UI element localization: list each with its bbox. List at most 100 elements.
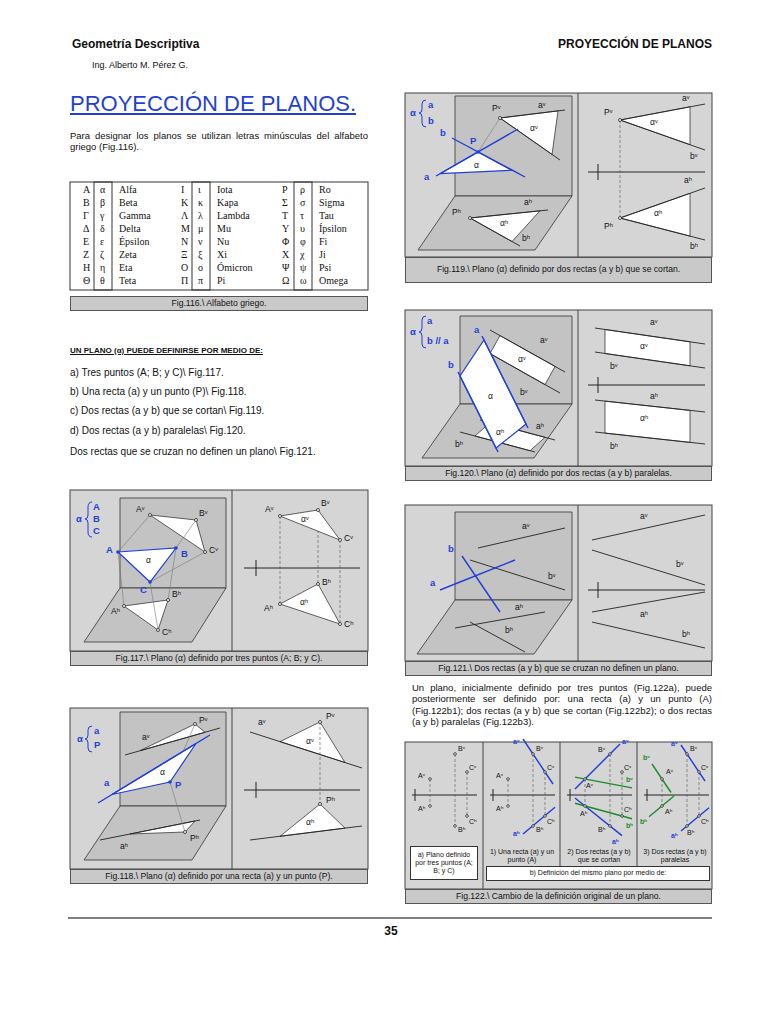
caption-text: a) Plano definido por tres puntos (A; B;… <box>415 851 473 875</box>
figure-label: Bᵛ <box>536 745 543 753</box>
table-cell: σ <box>300 197 305 208</box>
point-dot <box>661 805 664 808</box>
point-dot <box>157 629 160 632</box>
figure-label: Aᵛ <box>418 772 425 780</box>
figure-label: Aʰ <box>580 810 587 818</box>
figure-label: bʰ <box>522 234 530 243</box>
figure-label: Bʰ <box>172 590 181 599</box>
black-line <box>100 820 200 840</box>
table-cell: η <box>100 262 105 273</box>
point-dot <box>339 539 342 542</box>
figure-label: aᵛ <box>258 718 265 727</box>
figure-label: bʰ <box>690 242 698 251</box>
figure-label: aʰ <box>650 392 658 401</box>
blue-line <box>575 798 622 836</box>
projector-line <box>176 520 196 548</box>
brace-bracket <box>419 100 426 127</box>
figure-label: bʰ <box>626 822 633 830</box>
blue-line <box>523 807 555 834</box>
table-cell: Ο <box>181 262 188 273</box>
blue-line <box>452 138 525 177</box>
caption-text: Fig.119.\ Plano (α) definido por dos rec… <box>410 265 707 275</box>
point-dot <box>279 515 282 518</box>
figure-label: Cʰ <box>344 620 353 629</box>
table-cell: υ <box>300 223 305 234</box>
figure-label: A <box>106 545 113 555</box>
black-line <box>620 188 705 218</box>
point-dot <box>584 805 587 808</box>
point-dot <box>339 623 342 626</box>
point-dot <box>319 803 322 806</box>
figure-label: α <box>410 327 416 337</box>
projection-plane <box>455 96 572 196</box>
figure-label: Pʰ <box>326 796 335 805</box>
figure-label: Pᵛ <box>326 712 334 721</box>
point-dot <box>123 605 126 608</box>
figure-label: B <box>181 549 188 559</box>
table-cell: κ <box>198 197 203 208</box>
ground-line <box>598 377 599 393</box>
figure-label: Cᵛ <box>701 764 708 772</box>
panel-frame <box>70 490 368 651</box>
figure-label: b <box>440 128 446 138</box>
figure-label: aʰ <box>612 838 618 846</box>
table-cell: Gamma <box>119 210 151 221</box>
table-frame <box>294 182 312 290</box>
figure-label: aᵛ <box>538 101 545 110</box>
projection-plane <box>84 588 226 642</box>
point-dot <box>204 551 207 554</box>
panel-frame <box>70 708 368 869</box>
figure-label: Cʰ <box>547 818 555 826</box>
sub-caption: 2) Dos rectas (a y b) que se cortan <box>562 848 636 864</box>
black-line <box>592 550 705 585</box>
caption-text: Fig.120.\ Plano (α) definido por dos rec… <box>410 469 707 479</box>
projection-shape <box>150 515 205 552</box>
list-item: c) Dos rectas (a y b) que se cortan\ Fig… <box>70 405 264 416</box>
blue-dot <box>174 546 178 550</box>
ground-line <box>588 590 705 591</box>
table-cell: Ζ <box>83 249 89 260</box>
point-dot <box>507 805 510 808</box>
point-dot <box>698 815 701 818</box>
black-line <box>490 330 565 372</box>
figure-label: Aᵛ <box>496 772 503 780</box>
list-item: a) Tres puntos (A; B; y C)\ Fig.117. <box>70 367 224 378</box>
table-cell: Ro <box>319 184 331 195</box>
point-dot <box>167 599 170 602</box>
table-cell: Σ <box>282 197 288 208</box>
table-cell: μ <box>198 223 203 234</box>
point-dot <box>532 753 535 756</box>
table-frame <box>94 182 112 290</box>
table-cell: Mu <box>217 223 231 234</box>
table-cell: ι <box>198 184 201 195</box>
recall-line <box>533 754 534 826</box>
recall-line <box>430 779 431 806</box>
ground-line <box>244 790 360 791</box>
figure-label: Cʰ <box>701 818 709 826</box>
projection-shape <box>280 804 345 836</box>
table-cell: Ípsilon <box>319 223 347 234</box>
projection-shape <box>620 107 690 145</box>
page-number: 35 <box>384 925 397 938</box>
figure-label: Aᵛ <box>136 505 144 514</box>
table-cell: φ <box>300 236 306 247</box>
table-cell: Δ <box>83 223 89 234</box>
figure-label: αʰ <box>496 428 504 437</box>
figure-label: Cᵛ <box>469 764 476 772</box>
figure-label: α <box>488 392 493 401</box>
figure-label: aᵛ <box>142 733 149 742</box>
point-dot <box>319 721 322 724</box>
table-cell: Κ <box>181 197 188 208</box>
figure-label: aʰ <box>684 176 692 185</box>
point-dot <box>661 778 664 781</box>
body-paragraph: Para designar los planos se utilizan let… <box>70 130 368 153</box>
header-text: PROYECCIÓN DE PLANOS <box>558 38 712 51</box>
figure-label: Cᵛ <box>547 764 554 772</box>
table-cell: ξ <box>198 249 202 260</box>
ground-line <box>570 789 571 801</box>
blue-dot <box>116 550 120 554</box>
figure-label: a <box>424 172 429 182</box>
caption-text: b) Definición del mismo plano por medio … <box>491 869 705 877</box>
ground-line <box>415 789 416 801</box>
figure-caption: Fig.122.\ Cambio de la definición origin… <box>405 889 712 904</box>
